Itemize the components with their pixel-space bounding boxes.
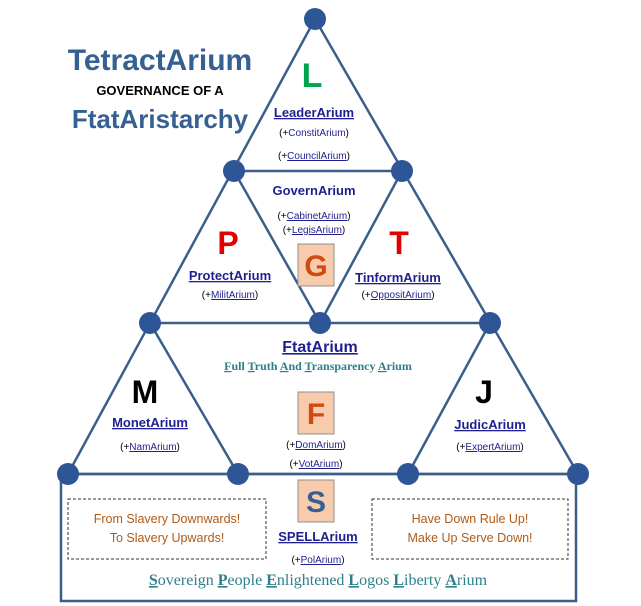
pol-arium-link[interactable]: PolArium	[301, 555, 342, 566]
node-apex	[304, 8, 326, 30]
badge-s-box	[297, 479, 335, 523]
letter-l: L	[302, 57, 323, 95]
ftat_tagline-cap-1: T	[248, 359, 256, 373]
letter-p: P	[217, 225, 238, 261]
footer_tagline-rest-4: iberty	[404, 572, 445, 589]
judic-sub1: (+ExpertArium)	[456, 442, 524, 453]
node-bottom-right	[567, 463, 589, 485]
ftat_tagline-cap-0: F	[224, 359, 231, 373]
badge-f-letter: F	[307, 398, 325, 431]
leader-sub2: (+CouncilArium)	[278, 151, 350, 162]
ftat_tagline-cap-2: A	[280, 359, 289, 373]
title-sub: GOVERNANCE OF A	[96, 83, 224, 98]
node-bottom-inner-left	[227, 463, 249, 485]
ftat_tagline-rest-2: nd	[288, 359, 304, 373]
ftat-tagline: Full Truth And Transparency Arium	[224, 359, 412, 373]
left-quote-box	[67, 498, 267, 560]
legis-arium-link[interactable]: LegisArium	[292, 225, 342, 236]
tinform-sub1: (+OppositArium)	[361, 290, 434, 301]
nam-arium-link[interactable]: NamArium	[129, 442, 176, 453]
title-name: FtatAristarchy	[72, 104, 249, 134]
ftat_tagline-rest-1: ruth	[255, 359, 280, 373]
protect-arium-link[interactable]: ProtectArium	[189, 268, 271, 283]
footer_tagline-rest-5: rium	[457, 572, 488, 589]
right-box-line2: Make Up Serve Down!	[407, 531, 532, 545]
footer_tagline-rest-2: nlightened	[277, 572, 349, 589]
ftat_tagline-rest-4: rium	[387, 359, 412, 373]
dom-arium-link[interactable]: DomArium	[295, 440, 342, 451]
right-box-line1: Have Down Rule Up!	[412, 512, 529, 526]
spell-arium-link[interactable]: SPELLArium	[278, 529, 357, 544]
govern-arium-label: GovernArium	[272, 183, 355, 198]
node-mid-center	[309, 312, 331, 334]
ftat_tagline-cap-3: T	[305, 359, 313, 373]
council-arium-link[interactable]: CouncilArium	[287, 151, 346, 162]
left-box-line1: From Slavery Downwards!	[94, 512, 241, 526]
footer_tagline-cap-0: S	[149, 572, 158, 589]
left-box-line2: To Slavery Upwards!	[110, 531, 225, 545]
node-upper-left	[223, 160, 245, 182]
footer_tagline-cap-4: L	[393, 572, 404, 589]
badge-g-box	[297, 243, 335, 287]
node-upper-right	[391, 160, 413, 182]
node-bottom-inner-right	[397, 463, 419, 485]
milit-arium-link[interactable]: MilitArium	[211, 290, 255, 301]
constit-arium-link[interactable]: ConstitArium	[288, 128, 345, 139]
vot-arium-link[interactable]: VotArium	[299, 459, 340, 470]
badge-s-letter: S	[306, 486, 326, 519]
leader-arium-link[interactable]: LeaderArium	[274, 105, 354, 120]
monet-sub1: (+NamArium)	[120, 442, 180, 453]
cabinet-arium-link[interactable]: CabinetArium	[287, 211, 348, 222]
footer_tagline-cap-3: L	[348, 572, 359, 589]
ftat_tagline-rest-0: ull	[232, 359, 248, 373]
footer_tagline-cap-5: A	[445, 572, 457, 589]
badge-f-box	[297, 391, 335, 435]
letter-t: T	[389, 225, 409, 261]
ftat-arium-link[interactable]: FtatArium	[282, 339, 358, 356]
node-mid-left	[139, 312, 161, 334]
triangle-lines	[66, 18, 580, 476]
opposit-arium-link[interactable]: OppositArium	[371, 290, 432, 301]
ftat_tagline-rest-3: ransparency	[312, 359, 378, 373]
govern-sub2: (+LegisArium)	[283, 225, 346, 236]
footer_tagline-rest-0: overeign	[158, 572, 218, 589]
govern-sub1: (+CabinetArium)	[277, 211, 350, 222]
protect-sub1: (+MilitArium)	[202, 290, 258, 301]
footer_tagline-rest-1: eople	[228, 572, 267, 589]
ftat-sub2: (+VotArium)	[289, 459, 342, 470]
right-quote-box	[371, 498, 569, 560]
node-mid-right	[479, 312, 501, 334]
letter-m: M	[132, 374, 159, 410]
footer_tagline-cap-1: P	[218, 572, 228, 589]
leader-sub1: (+ConstitArium)	[279, 128, 349, 139]
node-bottom-left	[57, 463, 79, 485]
judic-arium-link[interactable]: JudicArium	[454, 417, 526, 432]
footer-tagline: Sovereign People Enlightened Logos Liber…	[149, 572, 488, 589]
monet-arium-link[interactable]: MonetArium	[112, 415, 188, 430]
title-main: TetractArium	[68, 44, 252, 77]
footer_tagline-rest-3: ogos	[359, 572, 393, 589]
ftat_tagline-cap-4: A	[378, 359, 387, 373]
ftat-sub1: (+DomArium)	[286, 440, 346, 451]
triangle-nodes	[57, 8, 589, 485]
letter-j: J	[475, 374, 493, 410]
spell-sub1: (+PolArium)	[291, 555, 344, 566]
footer_tagline-cap-2: E	[266, 572, 277, 589]
tinform-arium-link[interactable]: TinformArium	[355, 270, 441, 285]
expert-arium-link[interactable]: ExpertArium	[465, 442, 520, 453]
badge-g-letter: G	[304, 250, 327, 283]
